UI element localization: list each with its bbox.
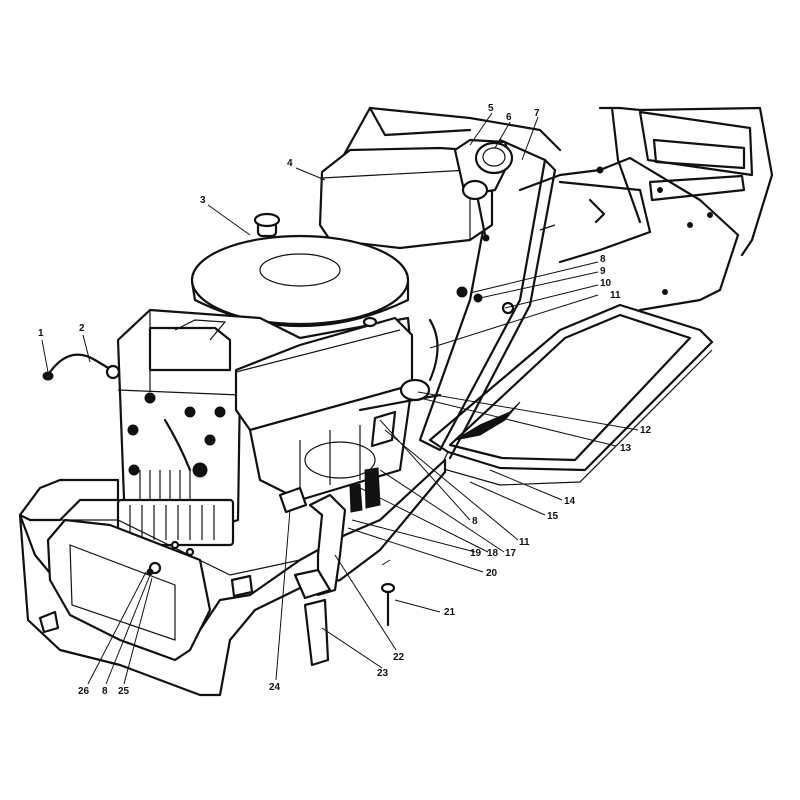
leader-lines [41, 112, 639, 685]
bolt-head-icon [204, 434, 216, 446]
callout-label: 24 [269, 682, 281, 693]
bolt-head-icon [184, 406, 196, 418]
clamp-24 [278, 486, 308, 514]
bolt-21 [380, 559, 396, 627]
fuel-cap-icon [474, 141, 514, 175]
callout-label: 8 [102, 686, 108, 697]
callout-label: 18 [487, 548, 499, 559]
bolt-head-icon [687, 222, 693, 228]
floor-pan [428, 303, 714, 486]
engine-shroud-panel [148, 326, 232, 372]
callout-label: 23 [377, 668, 389, 679]
dash-post [418, 138, 557, 460]
bolt-head-icon [144, 392, 156, 404]
bolt-head-icon [214, 406, 226, 418]
callout-label: 22 [393, 652, 405, 663]
callout-label: 4 [287, 158, 293, 169]
bracket-23 [303, 598, 330, 667]
callout-labels: 1 2 3 4 5 6 7 8 9 10 11 12 13 14 15 8 11… [38, 103, 652, 697]
callout-label: 5 [488, 103, 494, 114]
bolt-head-icon [657, 187, 663, 193]
callout-label: 25 [118, 686, 130, 697]
callout-label: 8 [600, 254, 606, 265]
callout-label: 9 [600, 266, 606, 277]
callout-label: 12 [640, 425, 652, 436]
fuel-tank [318, 138, 514, 250]
front-body [18, 458, 447, 697]
callout-label: 15 [547, 511, 559, 522]
bolt-head-icon [662, 289, 668, 295]
callout-label: 8 [472, 516, 478, 527]
callout-label: 3 [200, 195, 206, 206]
grille-panel [46, 518, 212, 662]
callout-label: 11 [610, 290, 621, 301]
callout-label: 10 [600, 278, 612, 289]
callout-label: 13 [620, 443, 632, 454]
callout-label: 7 [534, 108, 540, 119]
callout-label: 17 [505, 548, 517, 559]
bolt-head-icon [128, 464, 140, 476]
hose-assembly [42, 353, 121, 381]
bolt-head-icon [127, 424, 139, 436]
rear-body-panel [328, 106, 774, 312]
fuel-line [358, 286, 515, 448]
callout-label: 14 [564, 496, 576, 507]
fuel-filter-icon [399, 378, 431, 402]
bolt-head-icon [192, 462, 208, 478]
callout-label: 6 [506, 112, 512, 123]
callout-label: 11 [519, 537, 530, 548]
callout-label: 26 [78, 686, 90, 697]
callout-label: 21 [444, 607, 456, 618]
bolt-head-icon [596, 166, 604, 174]
callout-label: 20 [486, 568, 498, 579]
callout-label: 1 [38, 328, 44, 339]
callout-label: 2 [79, 323, 85, 334]
bolt-head-icon [707, 212, 713, 218]
callout-label: 19 [470, 548, 482, 559]
air-cleaner [190, 212, 410, 328]
exhaust-tube [278, 467, 381, 600]
